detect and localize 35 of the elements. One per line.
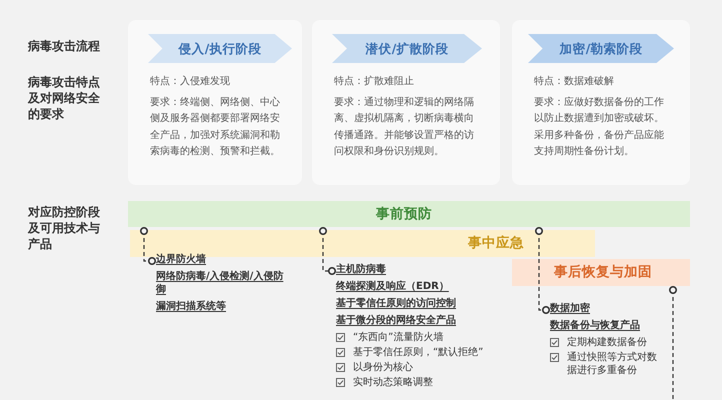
product-name: 基于零信任原则的访问控制 [336, 297, 456, 310]
product-name: 数据备份与恢复产品 [550, 319, 640, 332]
checklist-item: 以身份为核心 [353, 361, 413, 374]
stage-chevron: 侵入/执行阶段 [148, 34, 292, 63]
product-name: 漏洞扫描系统等 [156, 300, 226, 313]
leader-line [669, 286, 677, 400]
checklist-item: 基于零信任原则，“默认拒绝” [353, 346, 484, 359]
stage-description: 特点：扩散难阻止 [334, 74, 415, 89]
stage-card [312, 20, 500, 185]
product-name: 主机防病毒 [336, 263, 386, 276]
leader-line [140, 227, 156, 265]
phase-band: 事后恢复与加固 [512, 259, 690, 286]
checklist-item: 定期构建数据备份 [567, 336, 647, 349]
product-name: 终端探测及响应（EDR） [336, 280, 449, 293]
stage-chevron: 加密/勒索阶段 [528, 34, 674, 63]
stage-chevron: 潜伏/扩散阶段 [332, 34, 482, 63]
stage-card [512, 20, 690, 185]
stage-description: 要求：应做好数据备份的工作以防止数据遭到加密或破坏。采用多种备份，备份产品应能支持周期性备份计划。 [534, 96, 665, 159]
checklist-item: 通过快照等方式对数据进行多重备份 [567, 351, 658, 377]
leader-line [535, 227, 550, 314]
checklist-item: “东西向”流量防火墙 [353, 331, 444, 344]
stage-description: 要求：终端侧、网络侧、中心侧及服务器侧都要部署网络安全产品，加强对系统漏洞和勒索病毒的检测、预警和拦截。 [150, 96, 281, 159]
stage-description: 特点：入侵难发现 [150, 74, 231, 89]
product-name: 基于微分段的网络安全产品 [336, 314, 456, 327]
stage-description: 特点：数据难破解 [534, 74, 615, 89]
row-label: 病毒攻击特点及对网络安全的要求 [28, 74, 101, 123]
product-name: 网络防病毒/入侵检测/入侵防御 [156, 270, 284, 296]
checklist-item: 实时动态策略调整 [353, 376, 433, 389]
product-name: 数据加密 [550, 302, 590, 315]
stage-card [128, 20, 302, 185]
phase-band: 事前预防 [128, 201, 690, 227]
stage-description: 要求：通过物理和逻辑的网络隔离、虚拟机隔离，切断病毒横向传播通路。并能够设置严格的访问权限和身份识别规则。 [334, 96, 475, 159]
row-label: 对应防控阶段及可用技术与产品 [28, 204, 101, 253]
row-label: 病毒攻击流程 [28, 38, 101, 54]
leader-line [319, 227, 336, 275]
